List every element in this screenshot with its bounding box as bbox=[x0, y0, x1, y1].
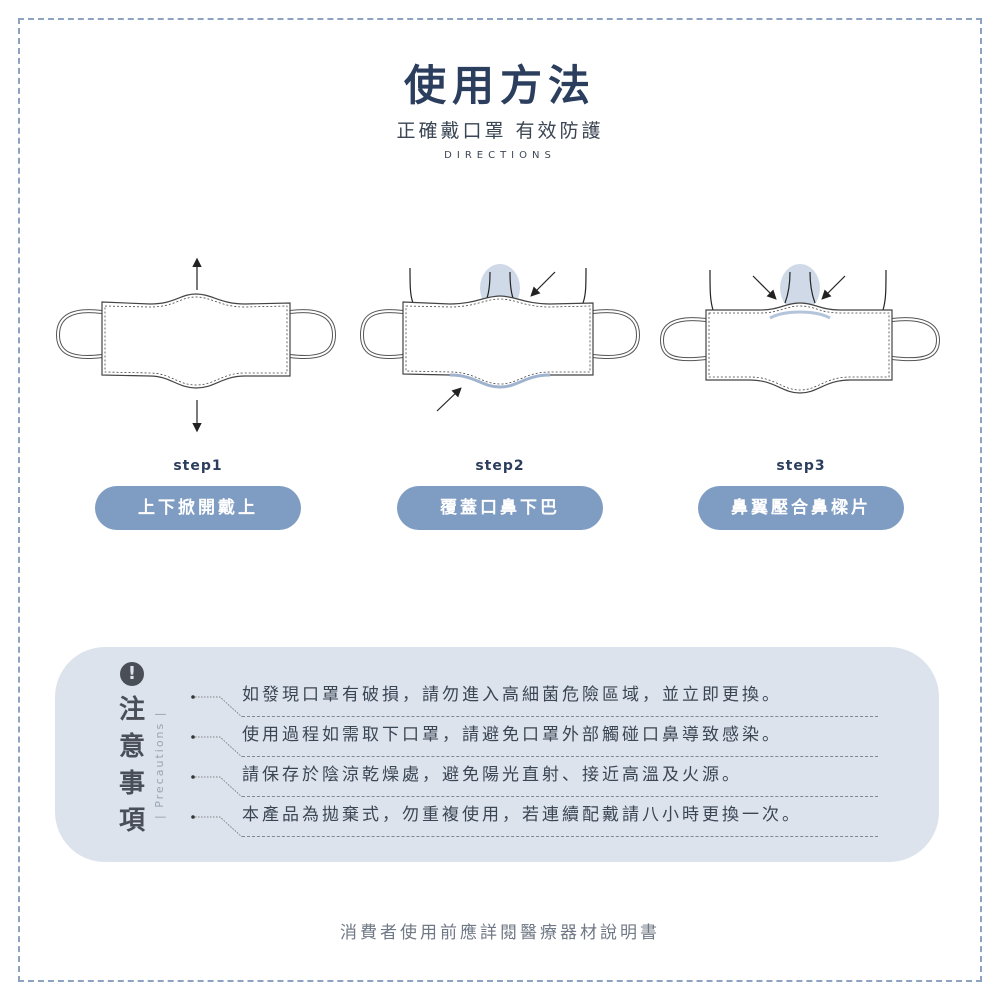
arrow-icon bbox=[436, 387, 462, 412]
arrow-icon bbox=[821, 275, 846, 300]
page-title: 使用方法 bbox=[403, 61, 596, 110]
step-instruction-pill: 鼻翼壓合鼻樑片 bbox=[698, 486, 904, 530]
footer-note: 消費者使用前應詳閱醫療器材說明書 bbox=[340, 923, 660, 943]
precaution-item: 請保存於陰涼乾燥處，避免陽光直射、接近高溫及火源。 bbox=[242, 757, 878, 797]
step2-mask-illustration bbox=[359, 264, 641, 412]
heading-char: 項 bbox=[118, 806, 145, 836]
step-label: step1 bbox=[173, 458, 223, 474]
step3-mask-illustration bbox=[659, 264, 941, 394]
step-label: step3 bbox=[776, 458, 826, 474]
heading-char: 事 bbox=[118, 769, 145, 799]
arrow-icon bbox=[752, 275, 777, 300]
english-subtitle: DIRECTIONS bbox=[444, 150, 556, 161]
precautions-heading: 注 意 事 項 bbox=[116, 692, 148, 840]
step1-mask-illustration bbox=[55, 257, 337, 433]
step-1: step1 上下掀開戴上 bbox=[95, 458, 301, 530]
dashed-frame bbox=[18, 18, 982, 982]
step-instruction-pill: 覆蓋口鼻下巴 bbox=[397, 486, 603, 530]
precaution-item: 使用過程如需取下口罩，請避免口罩外部觸碰口鼻導致感染。 bbox=[242, 717, 878, 757]
exclamation-icon: ! bbox=[120, 662, 144, 686]
mask-illustrations bbox=[55, 257, 941, 433]
step-label: step2 bbox=[475, 458, 525, 474]
heading-char: 意 bbox=[118, 732, 145, 762]
step-2: step2 覆蓋口鼻下巴 bbox=[397, 458, 603, 530]
precaution-item: 如發現口罩有破損，請勿進入高細菌危險區域，並立即更換。 bbox=[242, 677, 878, 717]
precaution-item: 本產品為拋棄式，勿重複使用，若連續配戴請八小時更換一次。 bbox=[242, 797, 878, 837]
step-instruction-pill: 上下掀開戴上 bbox=[95, 486, 301, 530]
arrow-icon bbox=[530, 271, 556, 297]
precautions-english: | Precautions | bbox=[153, 710, 166, 820]
heading-char: 注 bbox=[118, 695, 145, 725]
page-subtitle: 正確戴口罩 有效防護 bbox=[396, 120, 604, 142]
step-3: step3 鼻翼壓合鼻樑片 bbox=[698, 458, 904, 530]
